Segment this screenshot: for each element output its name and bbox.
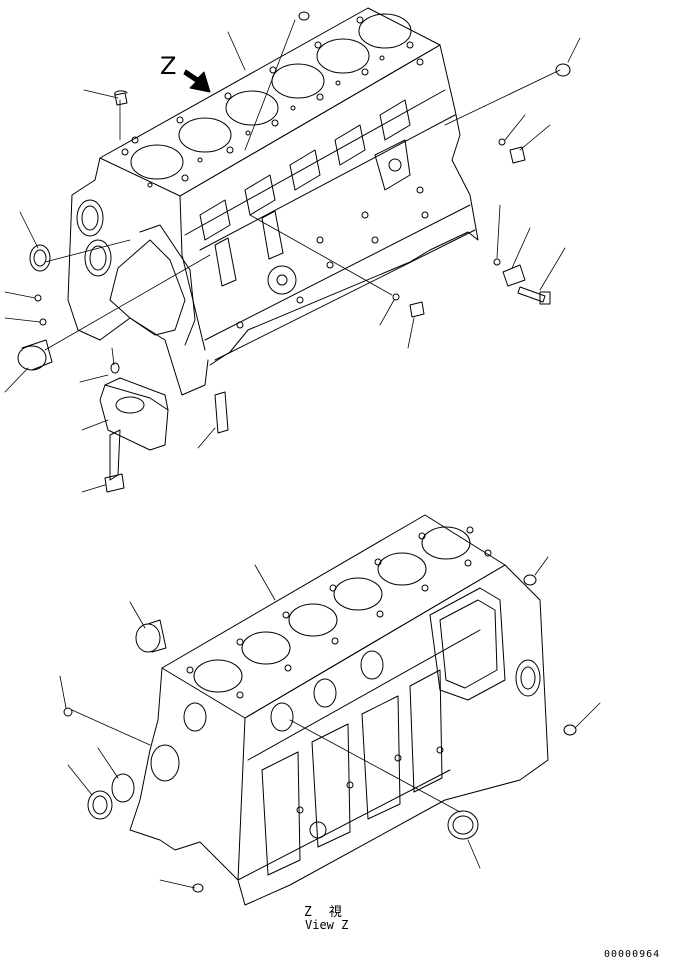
loose-parts-lower [63, 574, 577, 893]
deck-holes-upper [121, 16, 424, 188]
front-bore-upper-2 [84, 239, 112, 277]
side-plug-bores-lower [183, 650, 384, 732]
leader-lines [4, 19, 601, 889]
cylinder-block-lower [129, 514, 549, 906]
deck-holes-lower [186, 526, 492, 699]
side-webs-lower [261, 669, 443, 876]
view-caption-english: View Z [305, 918, 349, 932]
cylinder-bores-upper [130, 13, 412, 180]
view-caption-cjk: Z 視 [304, 905, 344, 920]
cylinder-block-upper [67, 7, 479, 396]
view-marker-label: Z [160, 52, 177, 80]
loose-parts-upper [17, 11, 571, 493]
front-bore-upper-1 [76, 199, 104, 237]
document-number: 00000964 [604, 949, 661, 960]
cylinder-bores-lower [193, 526, 471, 693]
side-pockets-upper [199, 99, 411, 287]
main-bearing-cap [99, 384, 169, 451]
view-z-arrow [183, 69, 211, 93]
